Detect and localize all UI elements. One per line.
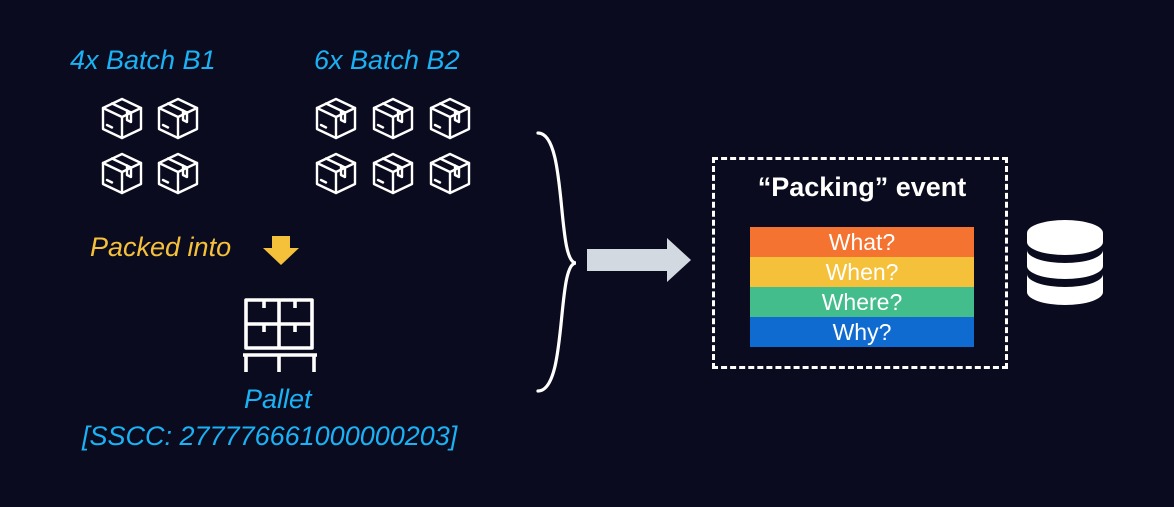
arrow-down-icon <box>263 236 299 265</box>
question-where: Where? <box>750 287 974 317</box>
batch-b2-label: 6x Batch B2 <box>314 45 460 75</box>
package-box-icon <box>427 95 473 141</box>
package-box-icon <box>370 150 416 196</box>
package-box-icon <box>313 95 359 141</box>
question-why: Why? <box>750 317 974 347</box>
packing-event-frame <box>712 157 1008 369</box>
package-box-icon <box>99 95 145 141</box>
package-box-icon <box>99 150 145 196</box>
curly-brace <box>536 131 577 393</box>
package-box-icon <box>155 150 201 196</box>
pallet-label: Pallet <box>244 384 312 414</box>
arrow-right-icon <box>587 238 691 282</box>
package-box-icon <box>370 95 416 141</box>
sscc-label: [SSCC: 277776661000000203] <box>82 421 458 451</box>
package-box-icon <box>313 150 359 196</box>
package-box-icon <box>155 95 201 141</box>
batch-b1-label: 4x Batch B1 <box>70 45 216 75</box>
question-when: When? <box>750 257 974 287</box>
event-title: “Packing” event <box>757 172 967 202</box>
package-box-icon <box>427 150 473 196</box>
database-icon <box>1027 220 1103 305</box>
packed-into-label: Packed into <box>90 232 232 262</box>
pallet-icon <box>243 298 317 372</box>
question-what: What? <box>750 227 974 257</box>
